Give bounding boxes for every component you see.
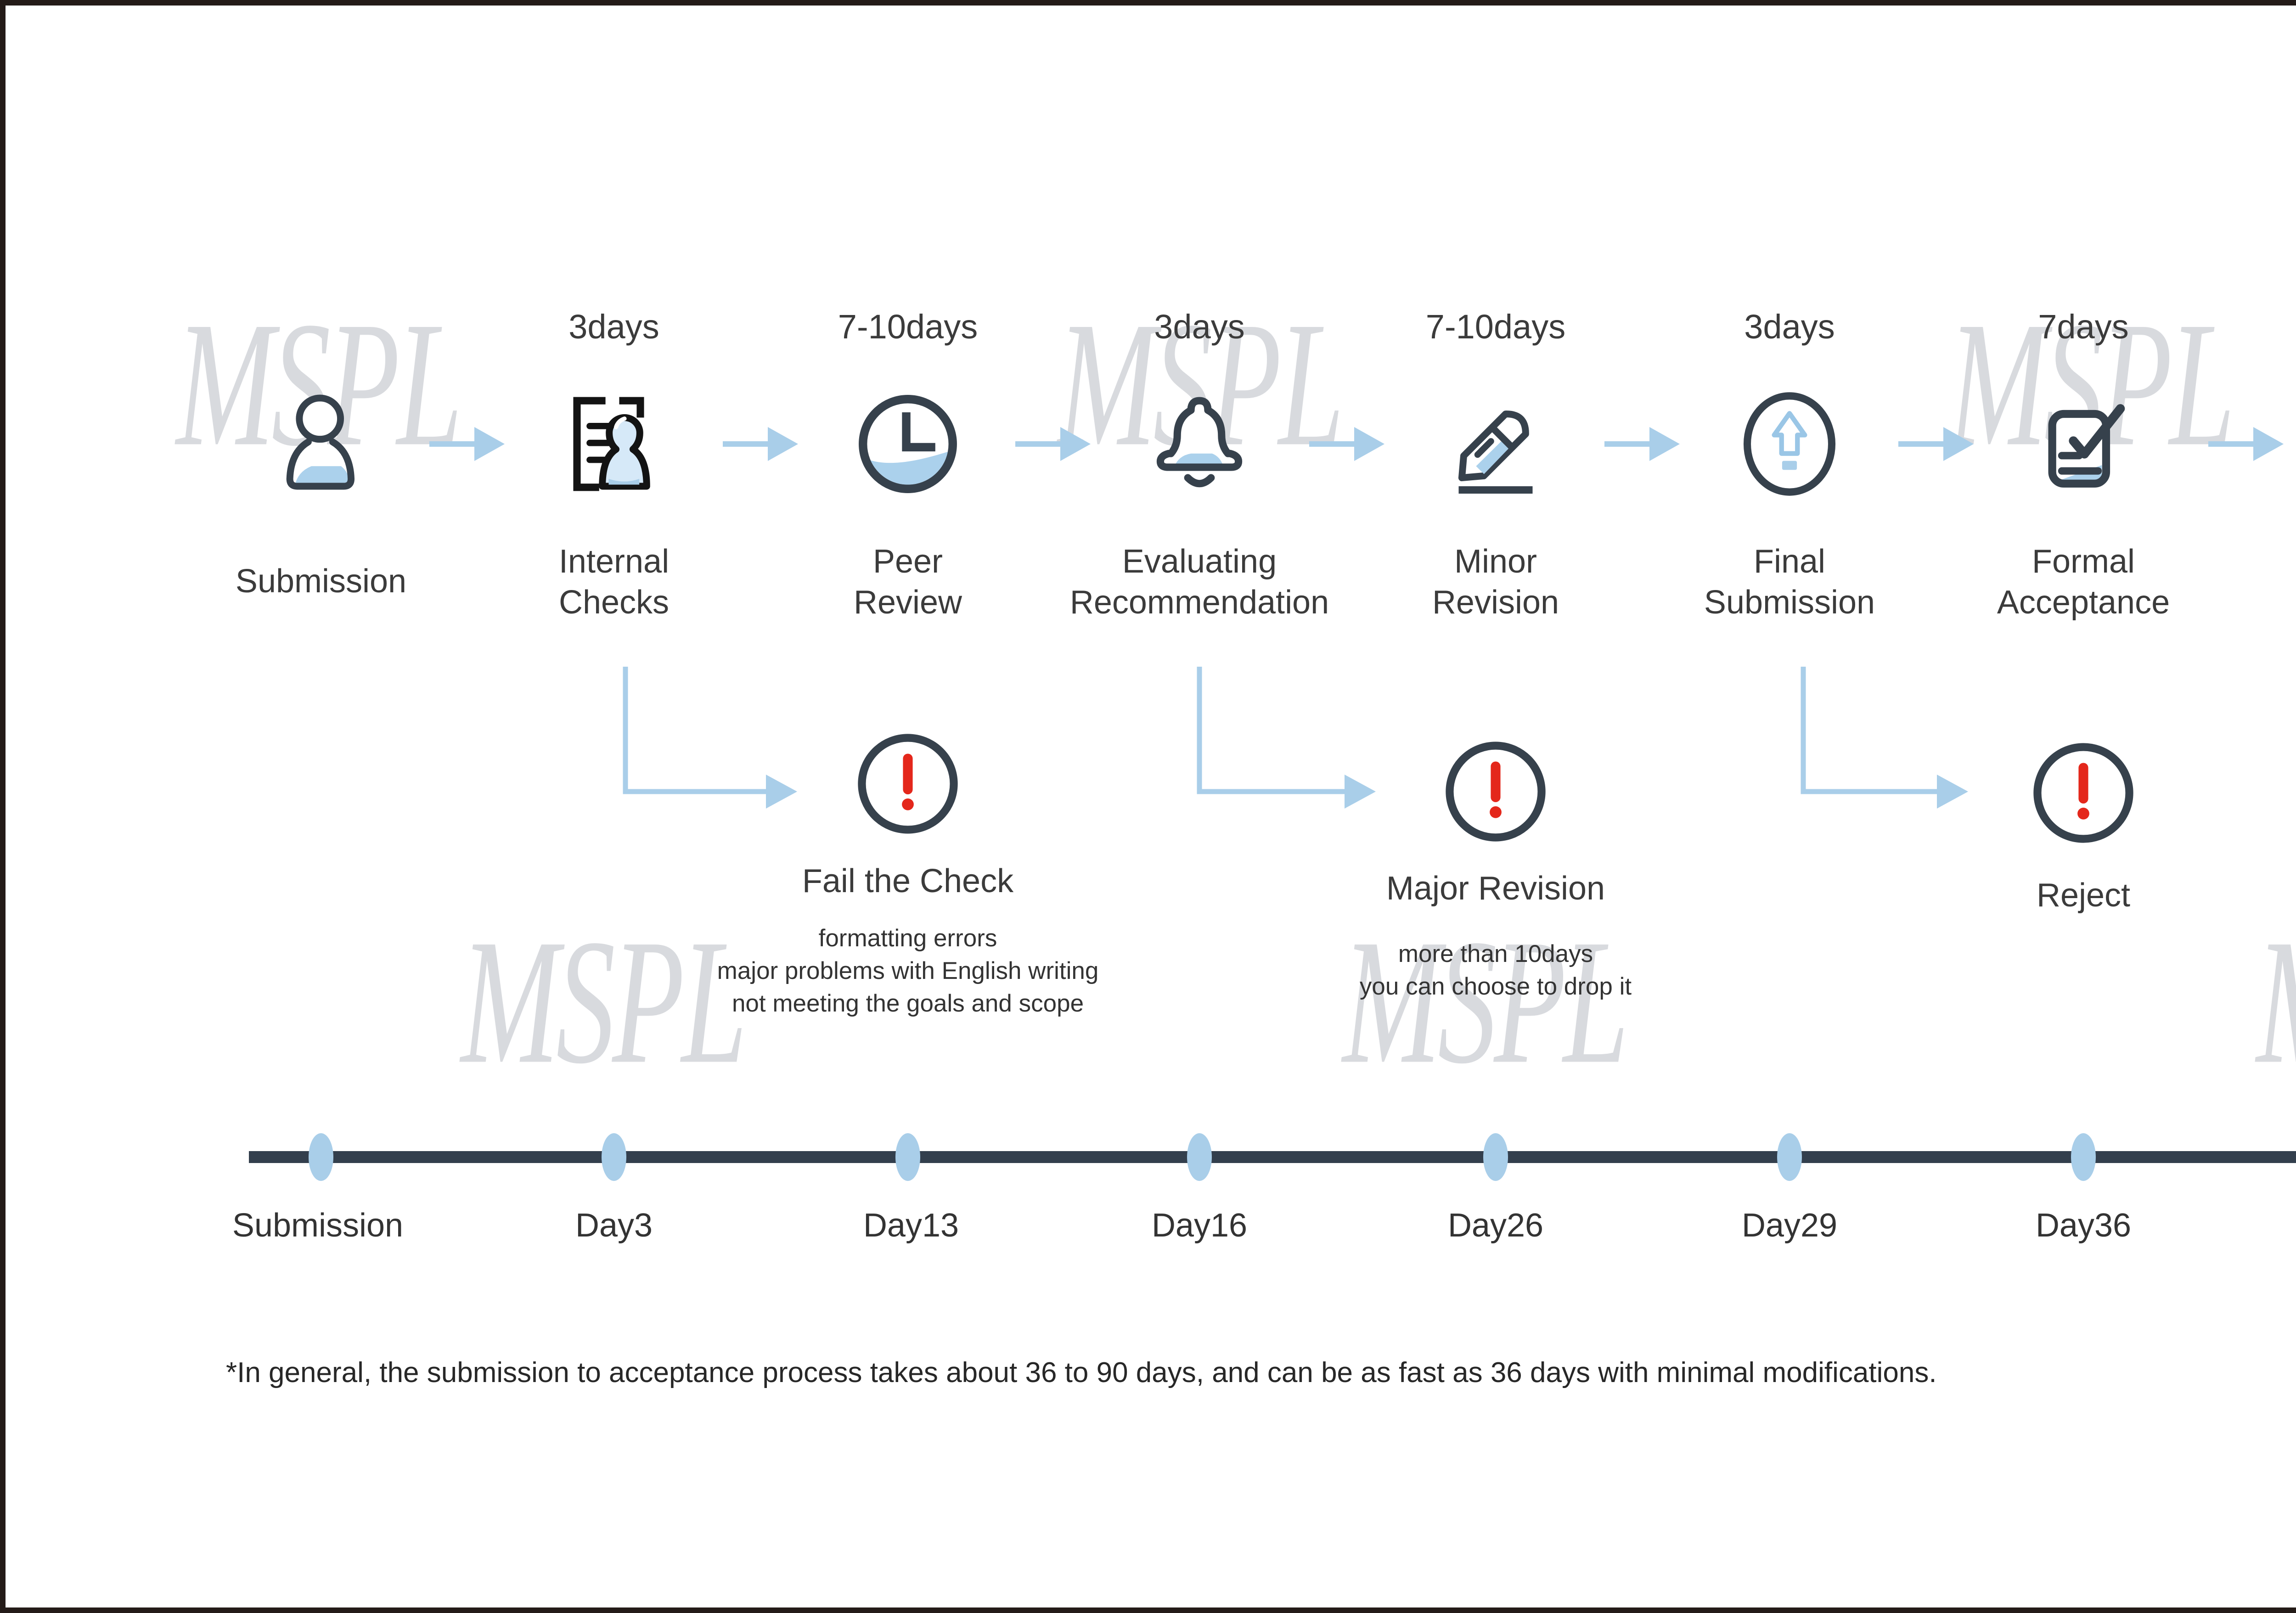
step-label: Peer Review <box>853 543 962 621</box>
note-line: formatting errors <box>818 925 997 952</box>
footnote: *In general, the submission to acceptanc… <box>226 1357 1937 1388</box>
timeline-dot <box>602 1133 626 1181</box>
arrow-right-icon <box>2208 427 2284 461</box>
branch-label: Major Revision <box>1386 870 1605 907</box>
timeline-dot <box>309 1133 333 1181</box>
timeline-dot <box>1483 1133 1508 1181</box>
arrow-right-icon <box>429 427 505 461</box>
arrow-right-icon <box>723 427 798 461</box>
timeline-label: Day3 <box>575 1207 653 1244</box>
note-line: not meeting the goals and scope <box>732 990 1084 1017</box>
warning-icon <box>1446 742 1546 842</box>
watermark-text: MSPL <box>1342 902 1629 1101</box>
step-label: Submission <box>235 563 407 600</box>
timeline-label: Submission <box>232 1207 404 1244</box>
person-icon <box>286 394 355 490</box>
step-label: Internal Checks <box>558 543 670 621</box>
timeline-line <box>249 1151 2296 1163</box>
timeline-dot <box>895 1133 920 1181</box>
step-label: Minor Revision <box>1432 543 1559 621</box>
timeline-label: Day26 <box>1447 1207 1544 1244</box>
step-label: Final Submission <box>1704 543 1875 621</box>
pencil-icon <box>1458 410 1533 494</box>
step-duration-label: 7days <box>2038 308 2129 346</box>
document-check-icon <box>2048 404 2125 488</box>
branch-label: Fail the Check <box>802 863 1014 899</box>
watermark-text: MSPL <box>2256 899 2296 1105</box>
watermark-text: MSPL <box>176 285 462 483</box>
elbow-connector <box>1801 667 1968 809</box>
step-duration-label: 7-10days <box>1425 308 1566 346</box>
arrow-right-icon <box>1309 427 1384 461</box>
timeline-label: Day36 <box>2035 1207 2132 1244</box>
note-line: major problems with English writing <box>717 957 1099 984</box>
document-person-icon <box>573 397 650 491</box>
branch-notes: more than 10days you can choose to drop … <box>1360 938 1632 1003</box>
elbow-connector <box>1197 667 1376 809</box>
arrow-right-icon <box>1015 427 1091 461</box>
arrow-right-icon <box>1604 427 1680 461</box>
warning-icon <box>858 734 958 834</box>
upload-circle-icon <box>1743 392 1836 496</box>
step-duration-label: 7-10days <box>838 308 978 346</box>
timeline-label: Day16 <box>1151 1207 1248 1244</box>
timeline-label: Day29 <box>1741 1207 1838 1244</box>
timeline-dot <box>2071 1133 2096 1181</box>
step-label: Evaluating Recommendation <box>1069 543 1329 621</box>
watermark-text: MSPL <box>461 902 747 1101</box>
bell-icon <box>1156 397 1243 488</box>
branch-notes: formatting errors major problems with En… <box>717 922 1099 1020</box>
elbow-connector <box>623 667 797 809</box>
arrow-right-icon <box>1898 427 1974 461</box>
timeline-dot <box>1777 1133 1802 1181</box>
timeline-dot <box>1187 1133 1212 1181</box>
timeline-label: Day13 <box>863 1207 959 1244</box>
clock-icon <box>859 395 957 493</box>
note-line: you can choose to drop it <box>1359 973 1632 1000</box>
step-duration-label: 3days <box>568 308 659 346</box>
step-duration-label: 3days <box>1744 308 1835 346</box>
warning-icon <box>2033 743 2133 843</box>
branch-label: Reject <box>2036 877 2131 914</box>
note-line: more than 10days <box>1398 940 1593 967</box>
step-label: Formal Acceptance <box>1997 543 2170 621</box>
step-duration-label: 3days <box>1154 308 1245 346</box>
